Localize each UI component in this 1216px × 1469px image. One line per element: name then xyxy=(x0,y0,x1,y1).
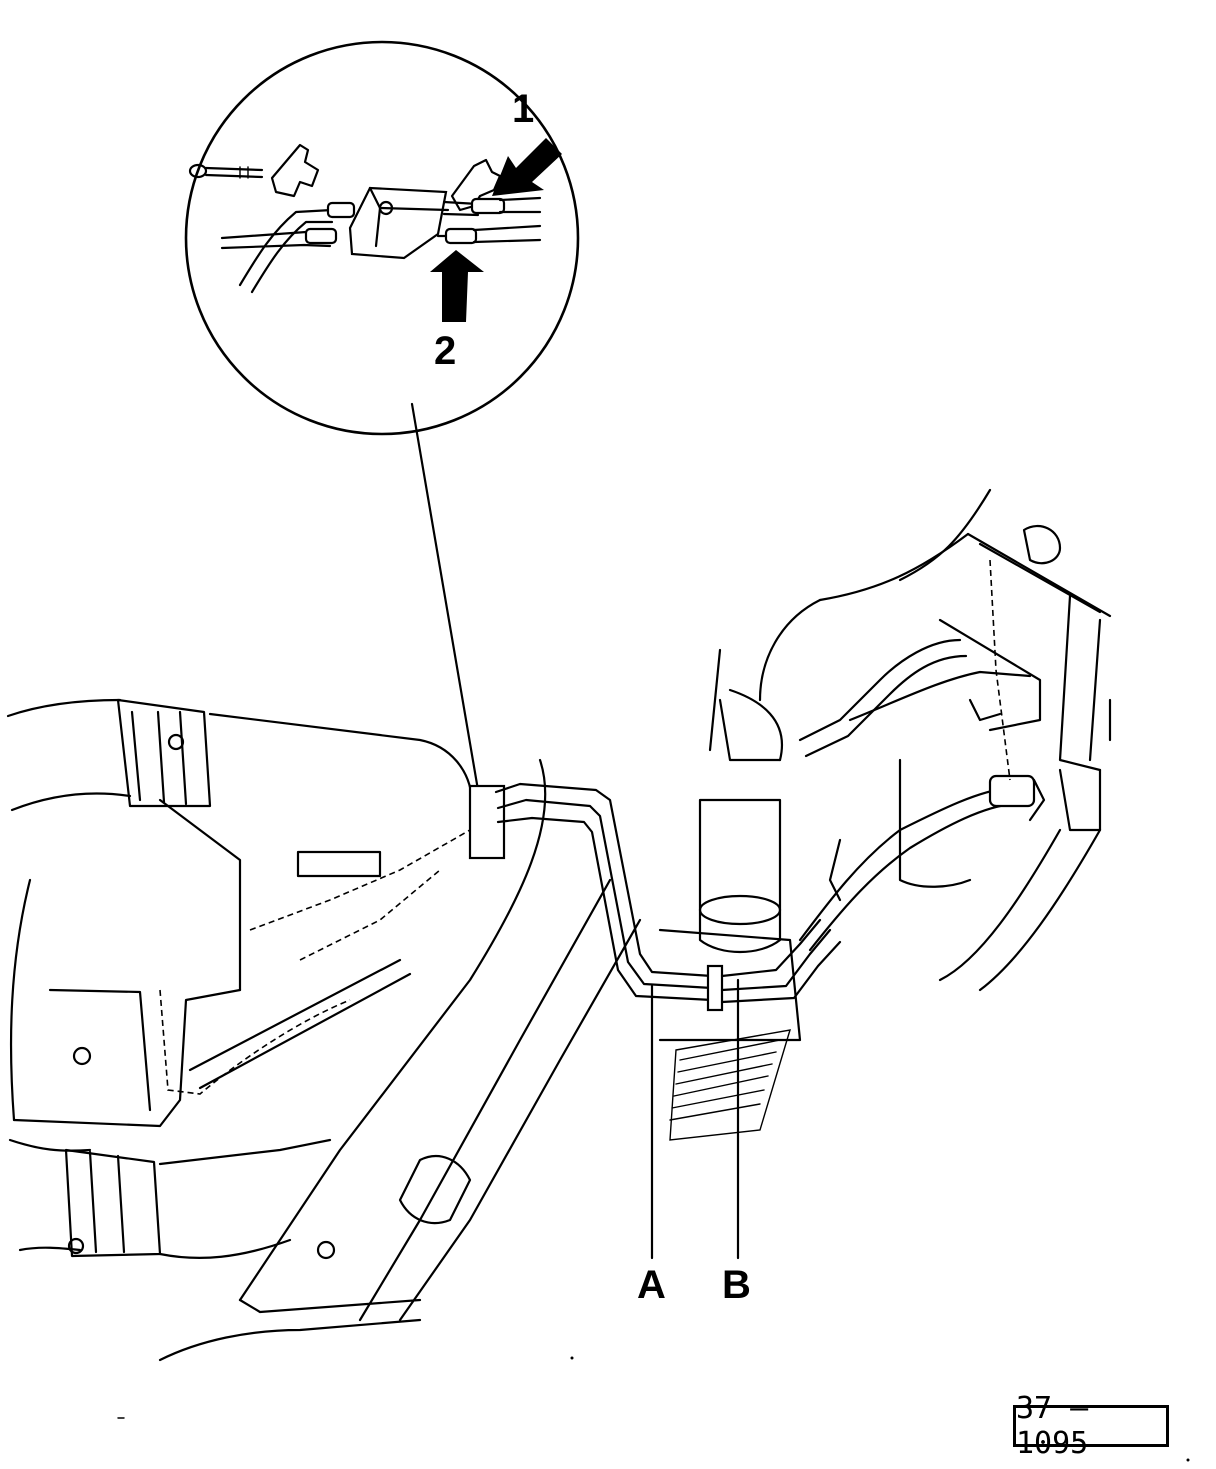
reservoir-canister xyxy=(658,688,802,1042)
figure-number-label: 37 – 1095 xyxy=(1016,1391,1089,1461)
right-clip-part xyxy=(450,158,502,212)
callout-1-label: 1 xyxy=(512,87,534,131)
right-frame xyxy=(708,488,1112,992)
main-assembly: A B xyxy=(6,488,1190,1462)
callout-2-label: 2 xyxy=(434,329,456,373)
detail-inset: 1 2 xyxy=(184,40,580,792)
lower-left-hose xyxy=(8,1138,332,1260)
left-clip-part xyxy=(270,143,320,198)
upper-left-hose xyxy=(6,698,474,812)
right-hoses xyxy=(798,618,1046,952)
callout-a-label: A xyxy=(637,1263,666,1307)
detail-leader-line xyxy=(410,402,480,792)
arrow-2-icon xyxy=(430,250,484,322)
figure-number-box: 37 – 1095 xyxy=(1013,1391,1169,1461)
connector-block-part xyxy=(348,186,450,260)
callout-b-label: B xyxy=(722,1263,751,1307)
gearbox-housing xyxy=(9,798,471,1128)
detail-circle xyxy=(184,40,580,436)
hatched-area xyxy=(669,1029,791,1141)
bolt-part xyxy=(188,163,264,179)
detail-pipes xyxy=(220,196,542,294)
brake-pipes xyxy=(468,782,842,1012)
arrow-1-icon xyxy=(492,138,562,196)
frame-rails xyxy=(158,758,642,1362)
